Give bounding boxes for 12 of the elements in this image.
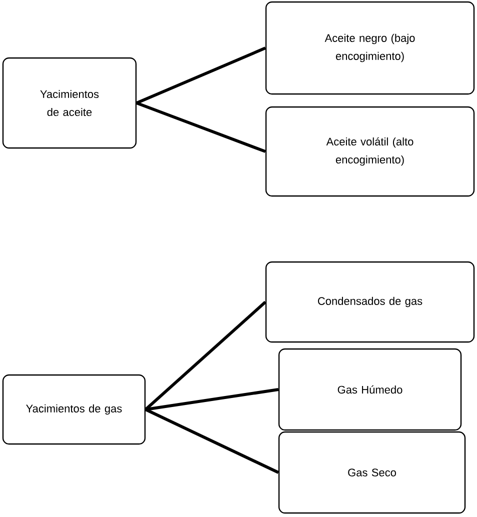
category-box: Condensados de gas <box>265 261 475 343</box>
connector-line <box>144 408 280 474</box>
category-box: Yacimientos de aceite <box>2 57 137 149</box>
category-box: Aceite volátil (alto encogimiento) <box>265 106 475 197</box>
category-box: Gas Seco <box>278 431 466 514</box>
category-box: Yacimientos de gas <box>2 374 146 445</box>
connector-line <box>136 46 266 104</box>
connector-line <box>144 300 266 411</box>
connector-line <box>136 102 266 153</box>
category-box: Aceite negro (bajo encogimiento) <box>265 1 475 95</box>
category-box: Gas Húmedo <box>278 348 462 431</box>
connector-line <box>145 388 279 411</box>
